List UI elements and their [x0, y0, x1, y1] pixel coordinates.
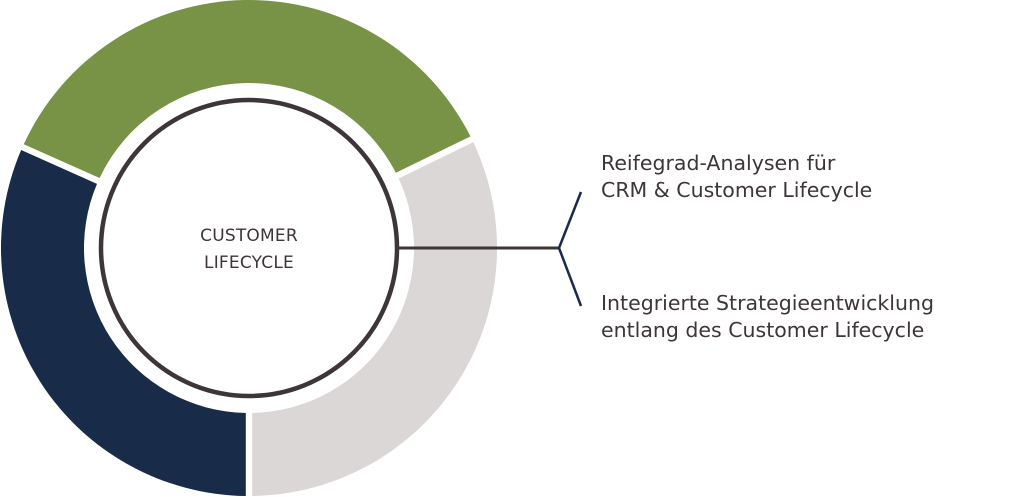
- ring-segment-navy: [0, 150, 246, 496]
- lifecycle-ring: [0, 0, 498, 496]
- ring-segment-gray: [252, 142, 498, 496]
- service-item-line2: entlang des Customer Lifecycle: [601, 318, 925, 342]
- ring-segment-green: [23, 0, 471, 178]
- center-label: CUSTOMER LIFECYCLE: [149, 223, 349, 277]
- service-item-line2: CRM & Customer Lifecycle: [601, 178, 873, 202]
- center-label-line2: LIFECYCLE: [204, 253, 294, 273]
- service-item-maturity-analysis: Reifegrad-Analysen für CRM & Customer Li…: [601, 150, 872, 204]
- service-item-line1: Integrierte Strategieentwicklung: [601, 291, 934, 315]
- service-item-line1: Reifegrad-Analysen für: [601, 151, 836, 175]
- branch-line-lower: [557, 247, 583, 307]
- center-label-line1: CUSTOMER: [200, 226, 298, 246]
- service-item-strategy-development: Integrierte Strategieentwicklung entlang…: [601, 290, 934, 344]
- branch-line-upper: [557, 191, 583, 249]
